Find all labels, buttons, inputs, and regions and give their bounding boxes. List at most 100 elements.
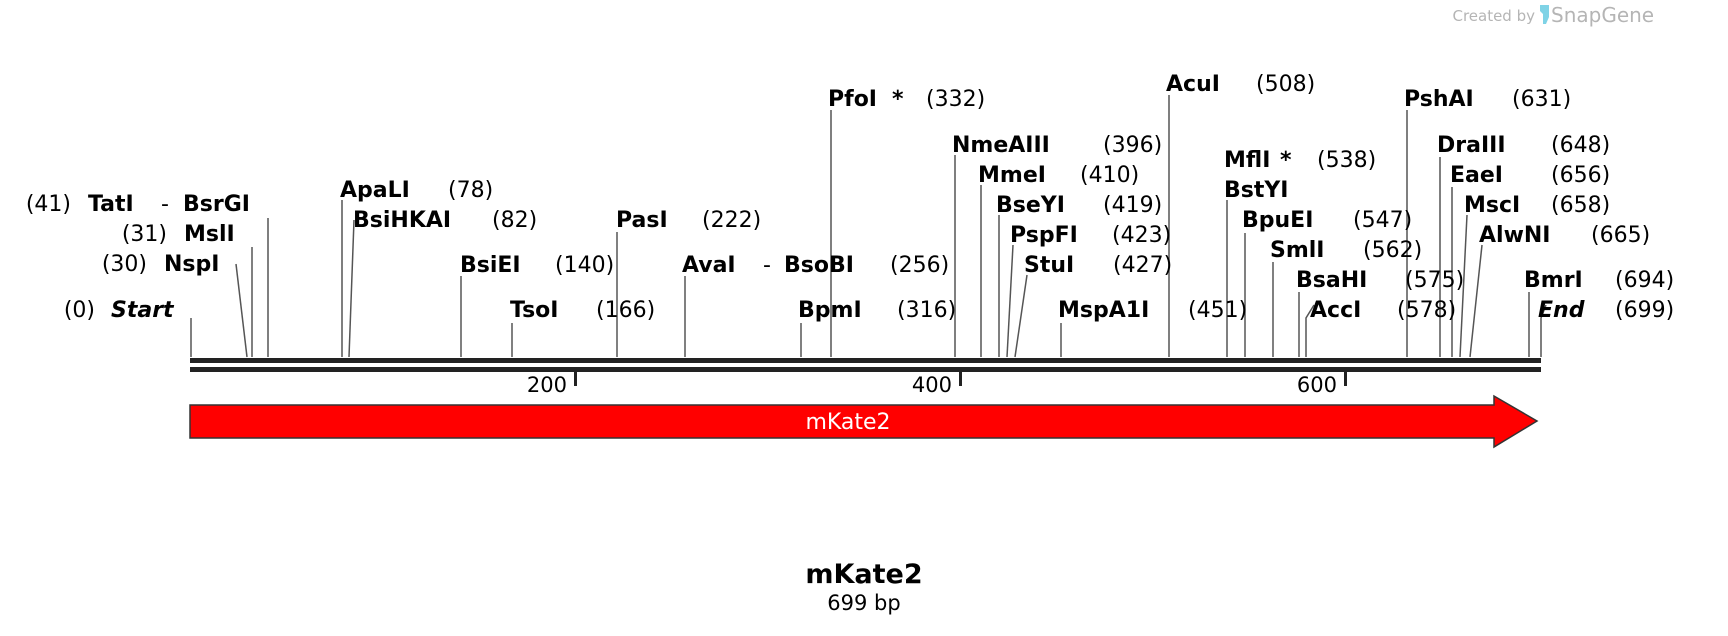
- site-bstyi[interactable]: BstYI: [1224, 178, 1289, 203]
- snapgene-credit: Created by SnapGene: [1452, 3, 1654, 27]
- site-position: (41): [26, 192, 71, 217]
- site-name: BsoBI: [784, 253, 854, 278]
- site-avai-bsobi[interactable]: AvaI - BsoBI (256): [682, 253, 949, 278]
- site-position: (31): [122, 222, 167, 247]
- site-name: BmrI: [1524, 268, 1583, 293]
- site-pshai[interactable]: PshAI (631): [1404, 87, 1571, 112]
- site-draiii[interactable]: DraIII (648): [1437, 133, 1610, 158]
- site-alwni[interactable]: AlwNI (665): [1479, 223, 1650, 248]
- site-pasi[interactable]: PasI (222): [616, 208, 761, 233]
- site-name: TsoI: [510, 298, 558, 323]
- site-stui[interactable]: StuI (427): [1024, 253, 1172, 278]
- site-start[interactable]: (0) Start: [64, 298, 175, 323]
- site-name: BstYI: [1224, 178, 1289, 203]
- ruler: 200 400 600: [527, 372, 1347, 397]
- site-position: (575): [1405, 268, 1464, 293]
- site-leader-lines: [190, 95, 1547, 358]
- leader-acci: [1305, 304, 1315, 357]
- site-name: BsrGI: [183, 192, 250, 217]
- snapgene-logo-icon: [1540, 5, 1549, 24]
- site-star: *: [892, 87, 904, 112]
- site-bsahi[interactable]: BsaHI (575): [1296, 268, 1464, 293]
- site-acci[interactable]: AccI (578): [1310, 298, 1456, 323]
- site-name: BpmI: [798, 298, 862, 323]
- site-position: (332): [926, 87, 985, 112]
- site-mfli[interactable]: MflI * (538): [1224, 148, 1376, 173]
- site-bmri[interactable]: BmrI (694): [1524, 268, 1674, 293]
- site-mmei[interactable]: MmeI (410): [978, 163, 1139, 188]
- site-nmeaiii[interactable]: NmeAIII (396): [952, 133, 1162, 158]
- site-name: BsaHI: [1296, 268, 1367, 293]
- site-position: (547): [1353, 208, 1412, 233]
- site-name: NmeAIII: [952, 133, 1050, 158]
- site-name: End: [1538, 298, 1585, 323]
- site-smli[interactable]: SmlI (562): [1270, 238, 1422, 263]
- site-position: (82): [492, 208, 537, 233]
- ruler-tick-label: 600: [1297, 373, 1337, 397]
- leader-pspfi: [1006, 244, 1014, 358]
- ruler-tick-label: 400: [912, 373, 952, 397]
- site-position: (166): [596, 298, 655, 323]
- leader-end: [1540, 304, 1547, 357]
- site-name: MscI: [1464, 193, 1520, 218]
- site-name: NspI: [164, 252, 219, 277]
- site-name: AcuI: [1166, 72, 1220, 97]
- site-bpmi[interactable]: BpmI (316): [798, 298, 956, 323]
- site-position: (396): [1103, 133, 1162, 158]
- site-pfoi[interactable]: PfoI * (332): [828, 87, 985, 112]
- site-position: (410): [1080, 163, 1139, 188]
- leader-nspi: [235, 263, 248, 358]
- site-name: ApaLI: [340, 178, 410, 203]
- site-eaei[interactable]: EaeI (656): [1450, 163, 1610, 188]
- site-bpuei[interactable]: BpuEI (547): [1242, 208, 1412, 233]
- site-name: AvaI: [682, 253, 736, 278]
- site-position: (419): [1103, 193, 1162, 218]
- site-position: (578): [1397, 298, 1456, 323]
- site-position: (665): [1591, 223, 1650, 248]
- site-mspa1i[interactable]: MspA1I (451): [1058, 298, 1247, 323]
- site-position: (316): [897, 298, 956, 323]
- site-bseyi[interactable]: BseYI (419): [996, 193, 1162, 218]
- site-name: StuI: [1024, 253, 1074, 278]
- site-name: TatI: [88, 192, 134, 217]
- site-position: (427): [1113, 253, 1172, 278]
- site-position: (256): [890, 253, 949, 278]
- site-name: PfoI: [828, 87, 877, 112]
- site-acui[interactable]: AcuI (508): [1166, 72, 1315, 97]
- site-labels: (0) Start (30) NspI (31) MslI (41) TatI …: [26, 72, 1674, 323]
- sequence-length: 699 bp: [827, 591, 900, 615]
- feature-mkate2[interactable]: mKate2: [189, 394, 1539, 449]
- site-msli[interactable]: (31) MslI: [122, 222, 235, 247]
- site-name: AlwNI: [1479, 223, 1551, 248]
- site-nspi[interactable]: (30) NspI: [102, 252, 220, 277]
- site-tati-bsrgi[interactable]: (41) TatI - BsrGI: [26, 192, 250, 217]
- site-position: (222): [702, 208, 761, 233]
- site-position: (699): [1615, 298, 1674, 323]
- site-position: (656): [1551, 163, 1610, 188]
- site-tsoi[interactable]: TsoI (166): [510, 298, 655, 323]
- credit-prefix: Created by: [1452, 7, 1535, 25]
- credit-brand: SnapGene: [1551, 3, 1654, 27]
- site-position: (423): [1112, 223, 1171, 248]
- site-position: (648): [1551, 133, 1610, 158]
- site-name: BsiEI: [460, 253, 521, 278]
- site-name: MspA1I: [1058, 298, 1149, 323]
- site-position: (538): [1317, 148, 1376, 173]
- site-end[interactable]: End (699): [1538, 298, 1674, 323]
- site-position: (78): [448, 178, 493, 203]
- site-pspfi[interactable]: PspFI (423): [1010, 223, 1171, 248]
- site-name: PasI: [616, 208, 668, 233]
- site-bsiei[interactable]: BsiEI (140): [460, 253, 614, 278]
- site-apali[interactable]: ApaLI (78): [340, 178, 493, 203]
- site-position: (140): [555, 253, 614, 278]
- top-strand: [190, 358, 1541, 363]
- site-name: MslI: [184, 222, 235, 247]
- site-msci[interactable]: MscI (658): [1464, 193, 1610, 218]
- site-name: SmlI: [1270, 238, 1325, 263]
- sequence-backbone: [190, 358, 1541, 372]
- site-position: (631): [1512, 87, 1571, 112]
- site-name: DraIII: [1437, 133, 1506, 158]
- feature-arrow-shape[interactable]: [189, 394, 1539, 449]
- site-bsihkai[interactable]: BsiHKAI (82): [353, 208, 537, 233]
